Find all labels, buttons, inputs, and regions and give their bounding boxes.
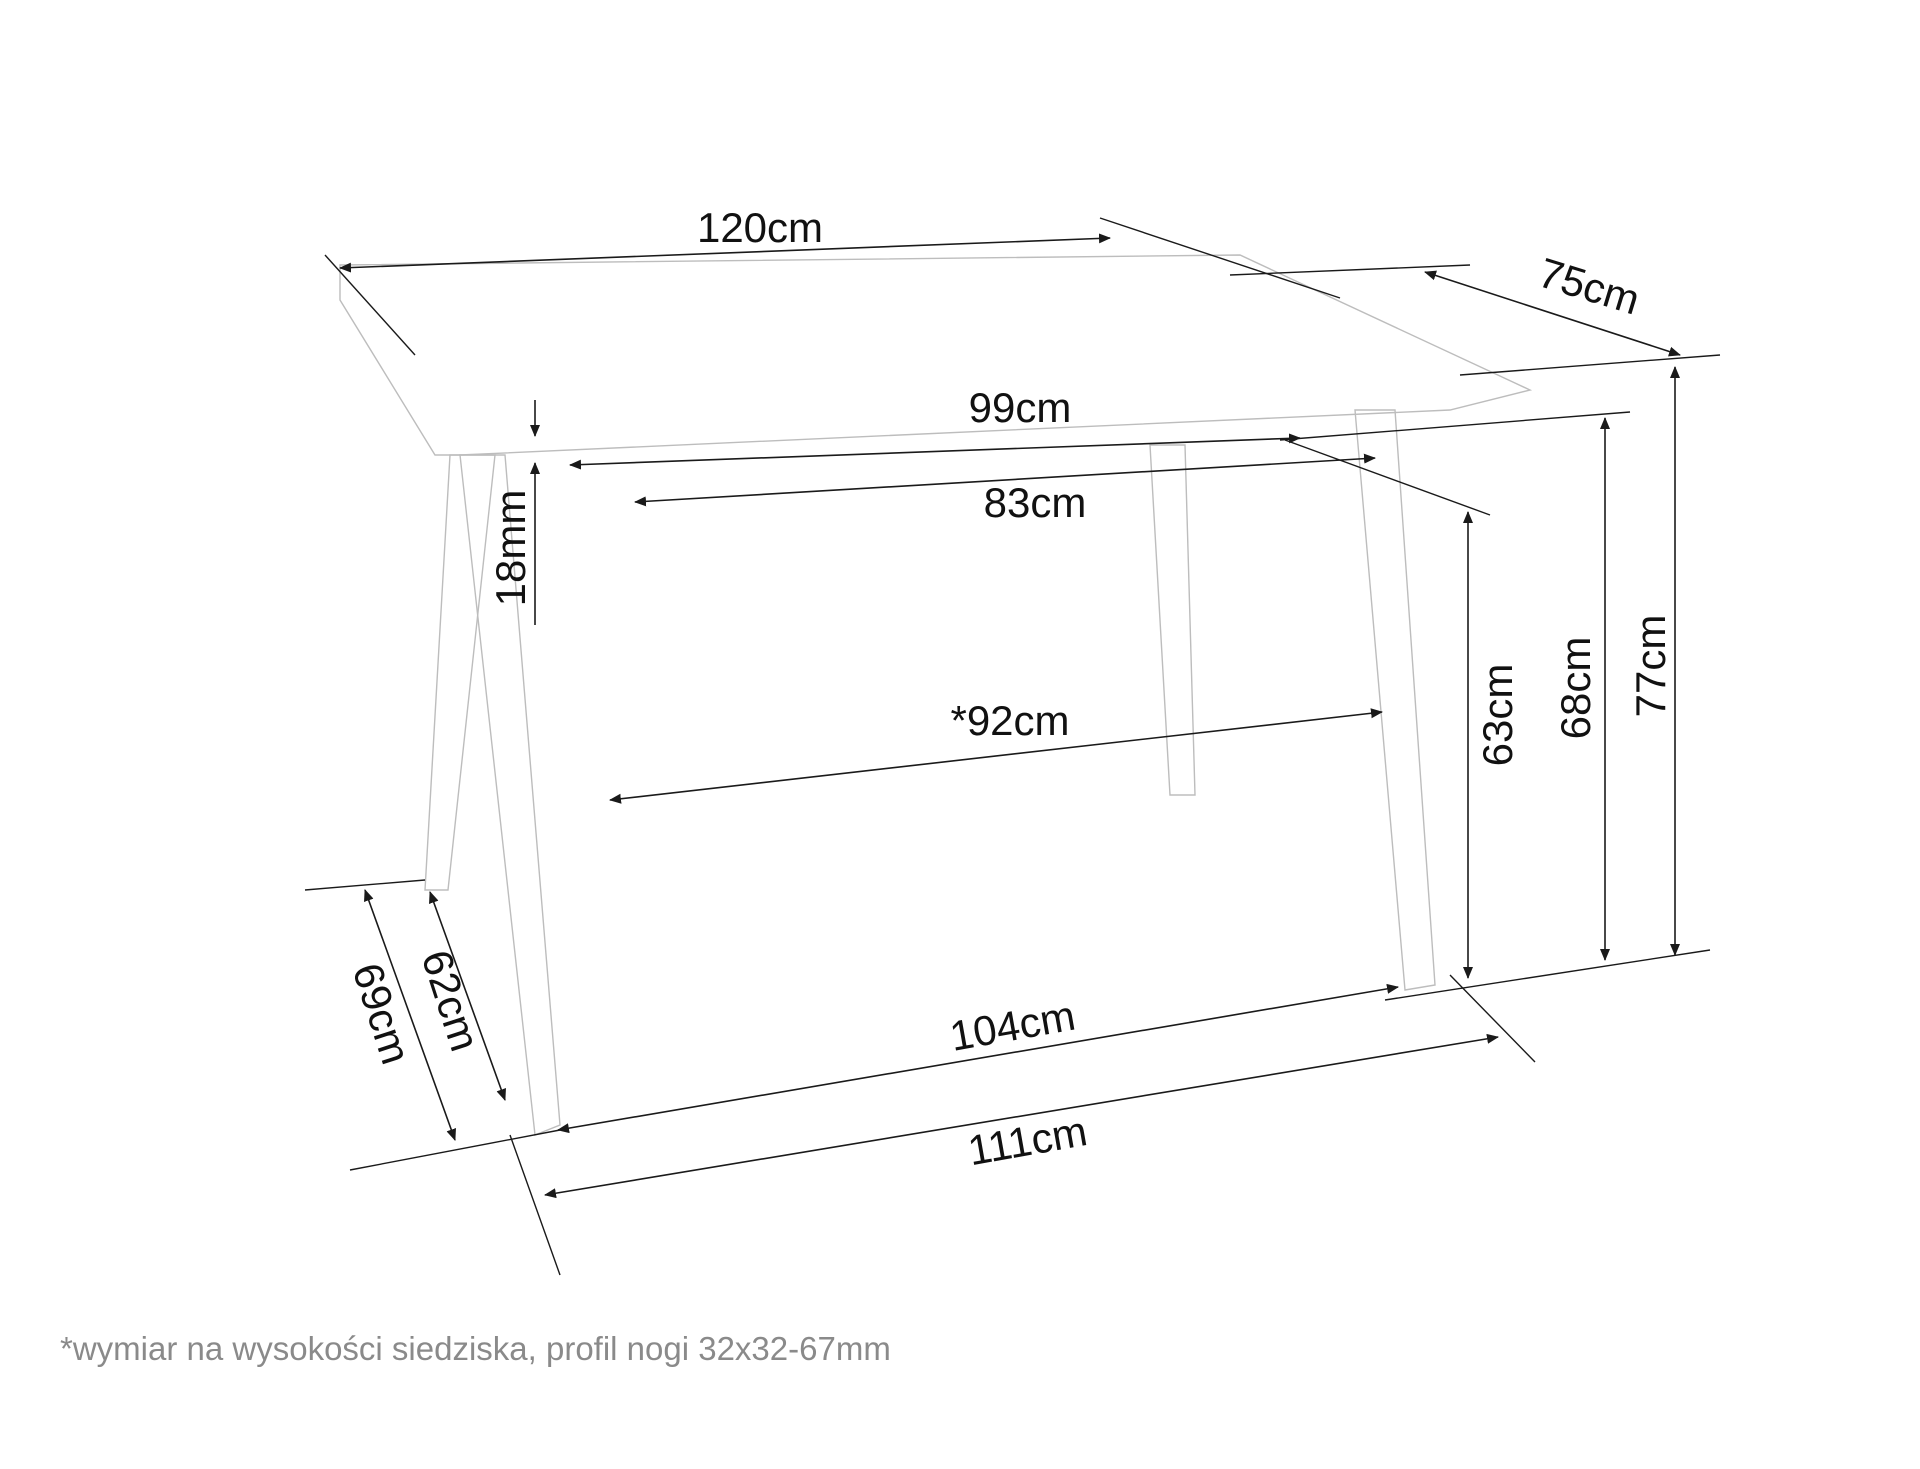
label-92: *92cm (950, 697, 1069, 744)
dim-77: 77cm (1384, 366, 1711, 1063)
dim-120: 120cm (324, 204, 1341, 356)
dim-68: 68cm (1552, 417, 1610, 961)
label-99: 99cm (969, 384, 1072, 431)
table-outline (339, 254, 1533, 1136)
leg-back-right (1149, 444, 1196, 796)
label-111: 111cm (964, 1107, 1090, 1174)
label-104: 104cm (946, 992, 1078, 1060)
dim-99: 99cm (569, 384, 1631, 470)
leg-front-right (1354, 409, 1436, 991)
dim-75: 75cm (1229, 249, 1721, 376)
dim-92: *92cm (609, 697, 1383, 804)
dim-18mm: 18mm (487, 400, 540, 625)
label-63: 63cm (1474, 664, 1521, 767)
tabletop-outline (339, 254, 1533, 456)
dim-63: 63cm (1463, 511, 1521, 979)
label-69: 69cm (344, 957, 420, 1069)
label-120: 120cm (697, 204, 823, 251)
label-83: 83cm (984, 479, 1087, 526)
label-77: 77cm (1627, 615, 1674, 718)
dim-62-69: 62cm 69cm (304, 879, 561, 1171)
label-68: 68cm (1552, 637, 1599, 740)
label-18mm: 18mm (487, 490, 534, 607)
footnote: *wymiar na wysokości siedziska, profil n… (60, 1330, 891, 1367)
dim-104-111: 104cm 111cm (509, 983, 1499, 1276)
label-62: 62cm (413, 944, 489, 1056)
dim-83: 83cm (634, 439, 1491, 526)
